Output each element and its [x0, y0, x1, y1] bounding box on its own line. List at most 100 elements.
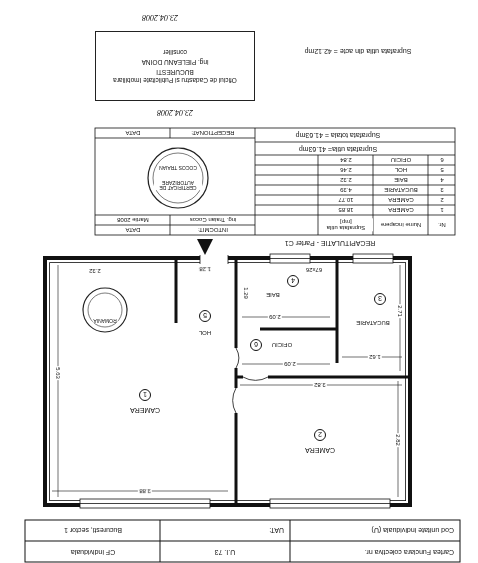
room-name: BUCATARIE — [356, 320, 389, 326]
table-cell: DATA — [124, 130, 141, 136]
room-number: 6 — [250, 339, 262, 351]
dimension: 3.88 — [138, 488, 152, 494]
room-name: CAMERA — [305, 448, 335, 455]
plan-stroke — [255, 185, 455, 186]
table-cell: 2.84 — [339, 157, 353, 163]
plan-stroke — [336, 258, 339, 363]
table-cell: 10.77 — [337, 197, 354, 203]
table-cell: Suprafata totala = 41.63mp — [295, 131, 382, 138]
table-cell: Nr. — [437, 222, 447, 228]
plan-stroke — [83, 288, 127, 332]
room-number: 3 — [374, 293, 386, 305]
plan-stroke — [200, 253, 228, 263]
plan-stroke — [255, 175, 455, 176]
dimension: 2.71 — [397, 304, 403, 318]
plan-stroke — [255, 155, 455, 156]
header-cell: Bucuresti, sector 1 — [63, 526, 123, 533]
plan-stroke — [236, 376, 243, 379]
table-cell: 2.32 — [339, 177, 353, 183]
table-cell: ing. Traian Cocos — [189, 217, 238, 223]
table-cell: Martie 2008 — [116, 217, 150, 223]
dimension: 2.32 — [88, 268, 102, 274]
table-title: RECAPITULATIE - Parter C1 — [284, 239, 377, 246]
table-cell: Nume incapere — [380, 222, 423, 228]
header-cell: Cod unitate individuala (U) — [371, 526, 456, 533]
plan-stroke — [290, 520, 291, 562]
table-cell: 5 — [439, 167, 444, 173]
plan-stroke — [88, 293, 122, 327]
plan-stroke — [95, 128, 455, 235]
table-cell: 2 — [439, 197, 444, 203]
plan-stroke — [270, 499, 390, 508]
table-cell: Suprafata utila [mp] — [319, 219, 373, 232]
plan-stroke — [255, 128, 256, 235]
room: 1CAMERA — [49, 262, 175, 501]
stamp-text: ing. PIELEANU DOINA — [142, 58, 209, 66]
seal-text: ROMANIA — [92, 317, 117, 322]
plan-stroke — [353, 254, 393, 263]
plan-stroke — [353, 258, 393, 259]
plan-stroke — [255, 142, 455, 143]
plan-stroke — [95, 215, 255, 216]
plan-stroke — [95, 138, 255, 139]
dimension: 1.62 — [368, 354, 382, 360]
table-cell: 4.39 — [339, 187, 353, 193]
plan-stroke — [268, 376, 410, 379]
handwritten-date: 23.04.2008 — [156, 108, 194, 116]
room: 5HOL — [178, 260, 233, 363]
table-cell: 1 — [439, 207, 444, 213]
office-stamp-box: Oficiul de Cadastru si Publicitate Imobi… — [95, 31, 255, 101]
plan-stroke — [242, 317, 330, 318]
dimension: 2.82 — [395, 433, 401, 447]
plan-stroke — [153, 153, 203, 203]
table-cell: 18.85 — [337, 207, 354, 213]
table-cell: CERTIFICAT DE AUTORIZARE — [154, 180, 202, 191]
plan-stroke — [270, 254, 310, 263]
plan-stroke — [428, 155, 429, 235]
room-number: 2 — [314, 429, 326, 441]
stamp-text: consilier — [163, 48, 187, 56]
handwritten-date: 23.04.2008 — [141, 13, 179, 21]
room-name: BAIE — [266, 292, 280, 298]
plan-stroke — [400, 265, 401, 371]
table-cell: HOL — [394, 167, 408, 173]
dimension: 3.82 — [313, 382, 327, 388]
plan-stroke — [235, 258, 238, 348]
plan-stroke — [175, 258, 178, 323]
dimension: 2.09 — [283, 361, 297, 367]
table-cell: CAMERA — [387, 197, 415, 203]
table-cell: DATA — [124, 227, 141, 233]
plan-stroke — [160, 520, 161, 562]
room-name: CAMERA — [130, 408, 160, 415]
plan-stroke — [148, 148, 208, 208]
dimension: 1.28 — [198, 266, 212, 272]
table-cell: BUCATARIE — [383, 187, 418, 193]
table-cell: RECEPTIONAT: — [190, 130, 235, 136]
table-cell: COCOS TRAIAN — [158, 164, 198, 169]
plan-stroke — [255, 205, 455, 206]
plan-stroke — [80, 503, 210, 504]
plan-stroke — [235, 413, 238, 505]
header-cell: U.I. 73 — [214, 548, 237, 555]
stamp-text: Oficiul de Cadastru si Publicitate Imobi… — [100, 68, 250, 84]
room: 6OFICIU — [238, 331, 335, 375]
table-cell: 3 — [439, 187, 444, 193]
plan-stroke — [25, 520, 460, 562]
plan-stroke — [236, 348, 239, 368]
room-number: 4 — [287, 275, 299, 287]
plan-stroke — [58, 265, 59, 497]
room-name: HOL — [199, 330, 211, 336]
table-cell: 2.46 — [339, 167, 353, 173]
plan-stroke — [170, 215, 171, 235]
room-number: 1 — [139, 389, 151, 401]
plan-stroke — [95, 225, 255, 226]
plan-stroke — [270, 503, 390, 504]
plan-stroke — [228, 255, 229, 264]
plan-stroke — [25, 541, 460, 542]
dimension-lines — [52, 265, 402, 497]
room-number: 5 — [199, 310, 211, 322]
walls — [45, 258, 410, 505]
plan-stroke — [260, 328, 337, 331]
table-cell: BAIE — [393, 177, 409, 183]
plan-stroke — [255, 165, 455, 166]
